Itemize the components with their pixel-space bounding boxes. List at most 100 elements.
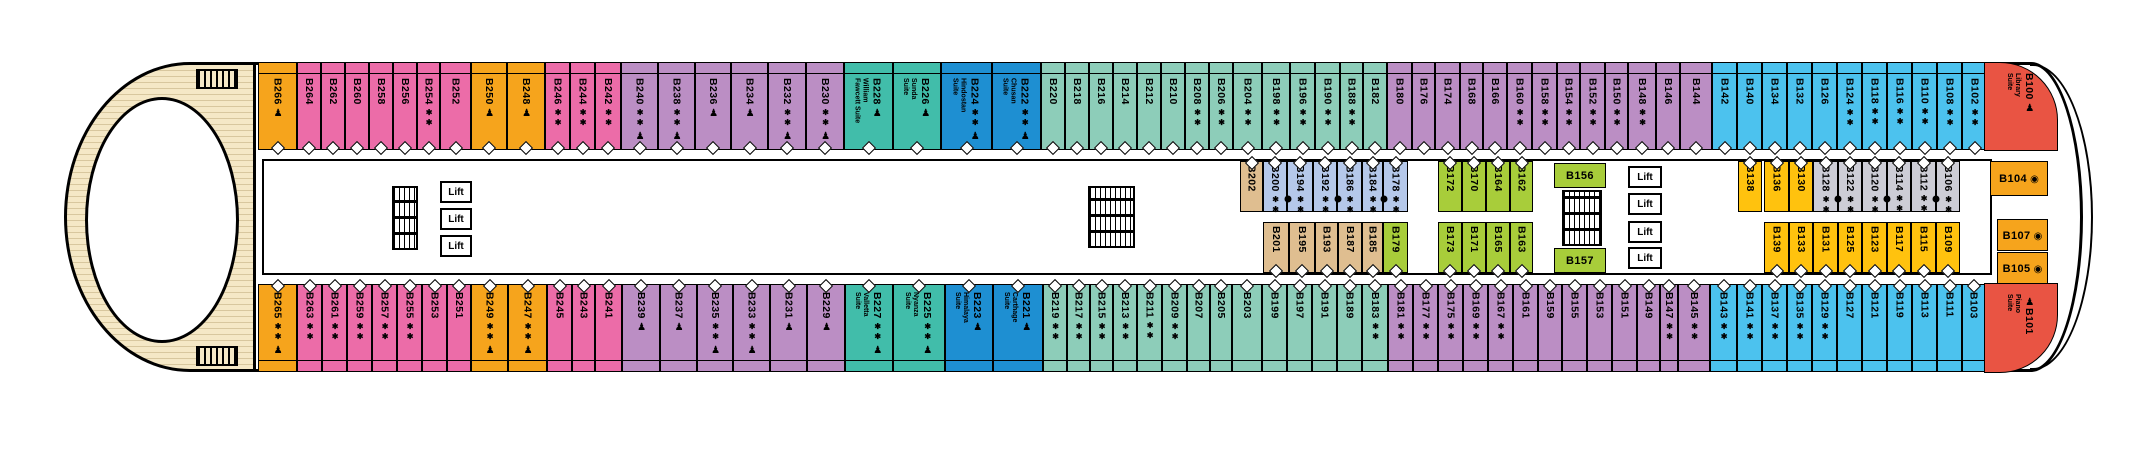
- cabin-B236[interactable]: B236♟: [695, 62, 731, 150]
- cabin-B255[interactable]: B255✱✱: [397, 284, 422, 372]
- cabin-B210[interactable]: B210: [1161, 62, 1185, 150]
- cabin-B185[interactable]: B185: [1362, 222, 1383, 273]
- cabin-B248[interactable]: B248♟: [507, 62, 545, 150]
- cabin-B256[interactable]: B256: [393, 62, 417, 150]
- cabin-B170[interactable]: B170: [1462, 161, 1486, 212]
- cabin-B176[interactable]: B176: [1412, 62, 1435, 150]
- cabin-B205[interactable]: B205: [1210, 284, 1232, 372]
- cabin-B200[interactable]: B200✱✱: [1263, 161, 1287, 215]
- cabin-B208[interactable]: B208✱✱: [1185, 62, 1209, 150]
- cabin-B189[interactable]: B189: [1337, 284, 1362, 372]
- cabin-B193[interactable]: B193: [1315, 222, 1338, 273]
- cabin-B165[interactable]: B165: [1486, 222, 1510, 273]
- cabin-B127[interactable]: B127: [1837, 284, 1862, 372]
- cabin-B116[interactable]: B116✱✱: [1887, 62, 1912, 150]
- cabin-B153[interactable]: B153: [1587, 284, 1612, 372]
- cabin-B156[interactable]: B156: [1554, 163, 1606, 188]
- cabin-B172[interactable]: B172: [1438, 161, 1462, 212]
- cabin-B261[interactable]: B261✱✱: [322, 284, 347, 372]
- cabin-B142[interactable]: B142: [1712, 62, 1737, 150]
- cabin-B207[interactable]: B207: [1187, 284, 1210, 372]
- cabin-B179[interactable]: B179: [1383, 222, 1408, 273]
- cabin-B181[interactable]: B181✱✱: [1388, 284, 1413, 372]
- cabin-B243[interactable]: B243: [572, 284, 595, 372]
- cabin-B129[interactable]: B129✱✱: [1812, 284, 1837, 372]
- cabin-B264[interactable]: B264: [297, 62, 321, 150]
- cabin-B135[interactable]: B135✱✱: [1787, 284, 1812, 372]
- cabin-B174[interactable]: B174: [1435, 62, 1460, 150]
- cabin-B234[interactable]: B234♟: [731, 62, 768, 150]
- cabin-B140[interactable]: B140: [1737, 62, 1762, 150]
- cabin-B150[interactable]: B150✱✱: [1605, 62, 1628, 150]
- cabin-B259[interactable]: B259✱✱: [347, 284, 372, 372]
- cabin-B192[interactable]: B192✱✱: [1313, 161, 1337, 215]
- cabin-B117[interactable]: B117: [1887, 222, 1911, 273]
- cabin-B201[interactable]: B201: [1263, 222, 1289, 273]
- cabin-B173[interactable]: B173: [1438, 222, 1462, 273]
- cabin-B184[interactable]: B184✱✱: [1362, 161, 1383, 215]
- cabin-B251[interactable]: B251: [447, 284, 471, 372]
- cabin-B147[interactable]: B147✱✱: [1660, 284, 1678, 372]
- cabin-B108[interactable]: B108✱✱: [1937, 62, 1962, 150]
- cabin-B167[interactable]: B167✱✱: [1488, 284, 1513, 372]
- cabin-B115[interactable]: B115: [1911, 222, 1936, 273]
- cabin-B125[interactable]: B125: [1838, 222, 1862, 273]
- cabin-B247[interactable]: B247✱✱♟: [508, 284, 547, 372]
- cabin-B249[interactable]: B249✱✱♟: [471, 284, 508, 372]
- cabin-B134[interactable]: B134: [1762, 62, 1787, 150]
- cabin-B202[interactable]: B202: [1240, 161, 1263, 212]
- cabin-B132[interactable]: B132: [1787, 62, 1812, 150]
- cabin-B161[interactable]: B161: [1513, 284, 1538, 372]
- cabin-B198[interactable]: B198✱✱: [1262, 62, 1290, 150]
- cabin-B204[interactable]: B204✱✱: [1233, 62, 1262, 150]
- cabin-B250[interactable]: B250♟: [471, 62, 507, 150]
- cabin-B103[interactable]: B103: [1962, 284, 1985, 372]
- cabin-B219[interactable]: B219✱✱: [1043, 284, 1067, 372]
- cabin-B104[interactable]: B104◉: [1990, 161, 2048, 196]
- cabin-B230[interactable]: B230✱✱♟: [806, 62, 844, 150]
- cabin-B215[interactable]: B215✱✱: [1090, 284, 1113, 372]
- cabin-B237[interactable]: B237♟: [660, 284, 697, 372]
- cabin-B137[interactable]: B137✱✱: [1762, 284, 1787, 372]
- cabin-B260[interactable]: B260: [345, 62, 369, 150]
- cabin-B154[interactable]: B154✱✱: [1557, 62, 1580, 150]
- cabin-B232[interactable]: B232✱✱♟: [768, 62, 806, 150]
- cabin-B106[interactable]: B106✱✱: [1936, 161, 1960, 215]
- cabin-B213[interactable]: B213✱✱: [1113, 284, 1137, 372]
- cabin-B214[interactable]: B214: [1113, 62, 1137, 150]
- cabin-B257[interactable]: B257✱✱: [372, 284, 397, 372]
- cabin-B183[interactable]: B183✱✱: [1362, 284, 1388, 372]
- cabin-B220[interactable]: B220: [1041, 62, 1065, 150]
- cabin-B109[interactable]: B109: [1936, 222, 1960, 273]
- cabin-B240[interactable]: B240✱✱♟: [621, 62, 658, 150]
- cabin-B262[interactable]: B262: [321, 62, 345, 150]
- cabin-B253[interactable]: B253: [422, 284, 447, 372]
- cabin-B238[interactable]: B238✱✱♟: [658, 62, 695, 150]
- cabin-B246[interactable]: B246✱✱: [545, 62, 570, 150]
- cabin-B186[interactable]: B186✱✱: [1337, 161, 1362, 215]
- cabin-B149[interactable]: B149: [1637, 284, 1660, 372]
- cabin-B216[interactable]: B216: [1089, 62, 1113, 150]
- cabin-B218[interactable]: B218: [1065, 62, 1089, 150]
- cabin-B122[interactable]: B122✱✱: [1838, 161, 1862, 215]
- cabin-B239[interactable]: B239♟: [622, 284, 660, 372]
- cabin-B155[interactable]: B155: [1562, 284, 1587, 372]
- cabin-B110[interactable]: B110✱✱: [1912, 62, 1937, 150]
- cabin-B158[interactable]: B158✱✱: [1532, 62, 1557, 150]
- cabin-B166[interactable]: B166: [1483, 62, 1507, 150]
- cabin-B162[interactable]: B162: [1510, 161, 1533, 212]
- cabin-B120[interactable]: B120✱✱: [1862, 161, 1887, 215]
- cabin-B211[interactable]: B211✱✱: [1137, 284, 1162, 372]
- cabin-B254[interactable]: B254✱✱: [417, 62, 440, 150]
- cabin-B141[interactable]: B141✱✱: [1737, 284, 1762, 372]
- cabin-B114[interactable]: B114✱✱: [1887, 161, 1911, 214]
- cabin-B105[interactable]: B105◉: [1997, 252, 2048, 284]
- cabin-B157[interactable]: B157: [1554, 248, 1606, 273]
- cabin-B244[interactable]: B244✱✱: [570, 62, 595, 150]
- cabin-B209[interactable]: B209✱✱: [1162, 284, 1187, 372]
